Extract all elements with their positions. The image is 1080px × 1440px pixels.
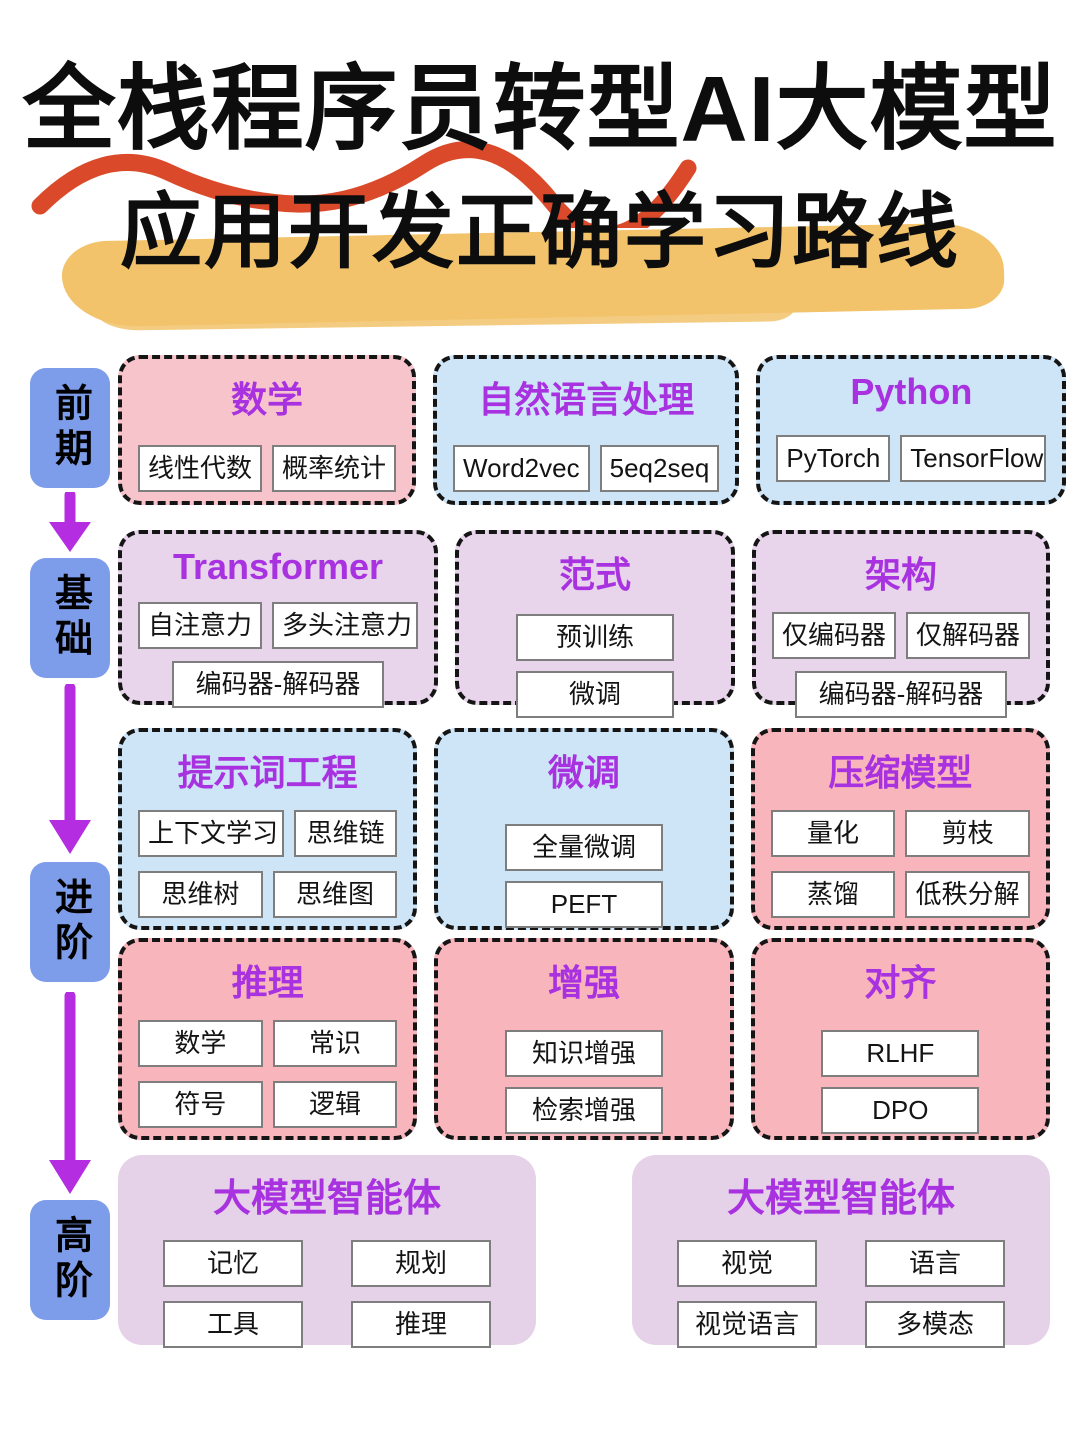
card-architecture: 架构 仅编码器 仅解码器 编码器-解码器 [751, 530, 1050, 719]
stage-badge-early: 前期 [30, 368, 110, 488]
card-title: 推理 [231, 962, 304, 1003]
card-nlp: 自然语言处理 Word2vec 5eq2seq [433, 355, 740, 505]
topic-chip: 全量微调 [504, 824, 663, 872]
card-title: 大模型智能体 [726, 1178, 955, 1220]
topic-chip: 记忆 [163, 1240, 303, 1288]
card-model-compression: 压缩模型 量化 剪枝 蒸馏 低秩分解 [750, 728, 1050, 930]
card-title: 压缩模型 [828, 752, 973, 793]
card-paradigm: 范式 预训练 微调 [455, 530, 735, 719]
stage-badge-expert: 高阶 [30, 1200, 110, 1320]
topic-chip: 符号 [138, 1081, 263, 1129]
topic-chip: 仅解码器 [905, 612, 1030, 660]
topic-chip: 视觉 [677, 1240, 817, 1288]
stage-label: 前期 [48, 383, 91, 473]
card-alignment: 对齐 RLHF DPO [750, 938, 1050, 1140]
topic-chip: 蒸馏 [770, 871, 896, 919]
topic-chip: 逻辑 [272, 1081, 398, 1129]
topic-chip: 上下文学习 [138, 810, 284, 858]
topic-chip: 多模态 [865, 1301, 1005, 1349]
topic-chip: 自注意力 [138, 602, 263, 650]
topic-chip: PyTorch [776, 435, 891, 483]
topic-chip: DPO [821, 1087, 980, 1135]
stage-label: 基础 [48, 573, 91, 663]
card-transformer: Transformer 自注意力 多头注意力 编码器-解码器 [118, 530, 439, 709]
card-prompt-engineering: 提示词工程 上下文学习 思维链 思维树 思维图 [118, 728, 418, 930]
topic-chip: 量化 [770, 810, 896, 858]
card-title: 增强 [547, 962, 620, 1003]
card-title: 微调 [547, 752, 620, 793]
topic-chip: 视觉语言 [677, 1301, 817, 1349]
topic-chip: 概率统计 [272, 445, 397, 493]
topic-chip: 思维图 [272, 871, 398, 919]
topic-chip: Word2vec [453, 445, 590, 493]
main-title: 全栈程序员转型AI大模型 [22, 57, 1058, 161]
topic-chip: 剪枝 [905, 810, 1030, 858]
card-llm-agent: 大模型智能体 记忆 规划 工具 推理 [118, 1155, 536, 1349]
topic-chip: 5eq2seq [599, 445, 720, 493]
topic-chip: 检索增强 [504, 1087, 663, 1135]
card-title: 范式 [558, 554, 631, 595]
topic-chip: 思维树 [138, 871, 263, 919]
red-squiggle-underline-icon [31, 141, 697, 228]
stage-label: 进阶 [48, 877, 91, 967]
stage-label: 高阶 [48, 1215, 91, 1305]
topic-chip: 仅编码器 [771, 612, 896, 660]
down-arrow-icon [49, 684, 91, 854]
card-reasoning: 推理 数学 常识 符号 逻辑 [118, 938, 418, 1140]
card-python: Python PyTorch TensorFlow [756, 355, 1067, 505]
card-title: Transformer [172, 546, 384, 587]
subtitle: 应用开发正确学习路线 [119, 187, 960, 278]
card-multimodal-agent: 大模型智能体 视觉 语言 视觉语言 多模态 [632, 1155, 1050, 1349]
topic-chip: 数学 [138, 1020, 263, 1068]
topic-chip: 编码器-解码器 [794, 671, 1007, 719]
card-augmentation: 增强 知识增强 检索增强 [434, 938, 734, 1140]
topic-chip: TensorFlow [900, 435, 1047, 483]
topic-chip: 编码器-解码器 [172, 661, 384, 709]
topic-chip: RLHF [821, 1030, 980, 1078]
topic-chip: 预训练 [515, 614, 674, 662]
card-title: 对齐 [864, 962, 937, 1003]
topic-chip: 低秩分解 [905, 871, 1030, 919]
topic-chip: 语言 [865, 1240, 1005, 1288]
down-arrow-icon [49, 992, 91, 1194]
topic-chip: 推理 [351, 1301, 491, 1349]
card-title: 自然语言处理 [478, 379, 695, 420]
card-finetuning: 微调 全量微调 PEFT [434, 728, 734, 930]
card-title: 大模型智能体 [212, 1178, 441, 1220]
topic-chip: 思维链 [294, 810, 398, 858]
stage-badge-advanced: 进阶 [30, 862, 110, 982]
topic-chip: 知识增强 [504, 1030, 663, 1078]
topic-chip: PEFT [504, 881, 663, 929]
stage-badge-basics: 基础 [30, 558, 110, 678]
topic-chip: 规划 [351, 1240, 491, 1288]
card-title: Python [850, 371, 973, 412]
topic-chip: 微调 [515, 671, 674, 719]
card-title: 架构 [864, 554, 937, 595]
card-title: 数学 [231, 379, 304, 420]
card-math: 数学 线性代数 概率统计 [118, 355, 417, 505]
card-title: 提示词工程 [177, 752, 358, 793]
down-arrow-icon [49, 492, 91, 552]
topic-chip: 常识 [272, 1020, 398, 1068]
topic-chip: 线性代数 [138, 445, 263, 493]
topic-chip: 多头注意力 [272, 602, 419, 650]
topic-chip: 工具 [163, 1301, 303, 1349]
